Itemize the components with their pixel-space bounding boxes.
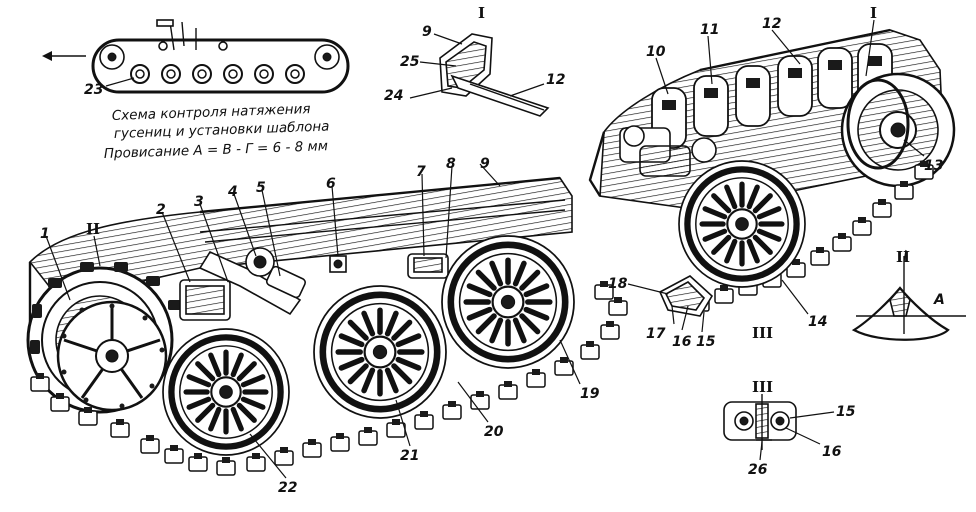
road-wheel-1 xyxy=(163,329,289,455)
label-detail-II-main: II xyxy=(86,220,100,238)
label-24-detail: 24 xyxy=(384,88,403,104)
right-track-assembly xyxy=(588,28,956,317)
label-6: 6 xyxy=(326,176,336,192)
right-road-wheel xyxy=(679,161,805,287)
detail-I-template xyxy=(439,33,550,117)
label-12-right: 12 xyxy=(762,16,781,32)
label-A: A xyxy=(933,292,945,308)
label-16-detail: 16 xyxy=(822,444,842,460)
label-5: 5 xyxy=(256,180,266,196)
road-wheel-2 xyxy=(314,286,446,418)
suspension-arms xyxy=(179,247,449,321)
label-17: 17 xyxy=(646,326,666,342)
leader-lines xyxy=(45,19,925,479)
label-12-detail: 12 xyxy=(546,72,565,88)
caption-block: Схема контроля натяжения гусениц и устан… xyxy=(104,101,330,162)
label-15: 15 xyxy=(696,334,716,350)
label-22: 22 xyxy=(278,480,297,496)
label-10: 10 xyxy=(646,44,666,60)
label-9-detail: 9 xyxy=(422,24,432,40)
label-9-main: 9 xyxy=(480,156,490,172)
caption-line-2: гусениц и установки шаблона xyxy=(114,118,330,142)
label-15-detail: 15 xyxy=(836,404,856,420)
label-18: 18 xyxy=(608,276,628,292)
label-1: 1 xyxy=(40,226,50,242)
caption-line-3: Провисание A = B - Г = 6 - 8 мм xyxy=(104,138,329,162)
label-detail-III-side: III xyxy=(752,378,773,396)
label-detail-I-top: I xyxy=(478,4,485,22)
detail-III-link xyxy=(723,394,797,450)
label-25-detail: 25 xyxy=(400,54,420,70)
main-track-assembly xyxy=(26,176,628,476)
label-23: 23 xyxy=(84,82,103,98)
road-wheel-3 xyxy=(442,236,574,368)
label-26-detail: 26 xyxy=(748,462,768,478)
label-19: 19 xyxy=(580,386,600,402)
label-detail-II-side: II xyxy=(896,248,910,266)
label-3: 3 xyxy=(194,194,204,210)
label-2: 2 xyxy=(156,202,166,218)
label-13: 13 xyxy=(924,158,943,174)
label-11: 11 xyxy=(700,22,719,38)
track-tension-schematic xyxy=(42,19,350,94)
label-detail-III-main: III xyxy=(752,324,773,342)
label-20: 20 xyxy=(484,424,504,440)
caption-line-1: Схема контроля натяжения xyxy=(112,101,311,124)
label-8: 8 xyxy=(446,156,456,172)
label-21: 21 xyxy=(400,448,419,464)
label-4: 4 xyxy=(227,184,238,200)
drive-sprocket xyxy=(26,262,182,414)
label-16: 16 xyxy=(672,334,692,350)
label-detail-I-right: I xyxy=(870,4,877,22)
detail-II-template xyxy=(851,256,966,341)
label-14: 14 xyxy=(808,314,827,330)
label-7: 7 xyxy=(416,164,426,180)
